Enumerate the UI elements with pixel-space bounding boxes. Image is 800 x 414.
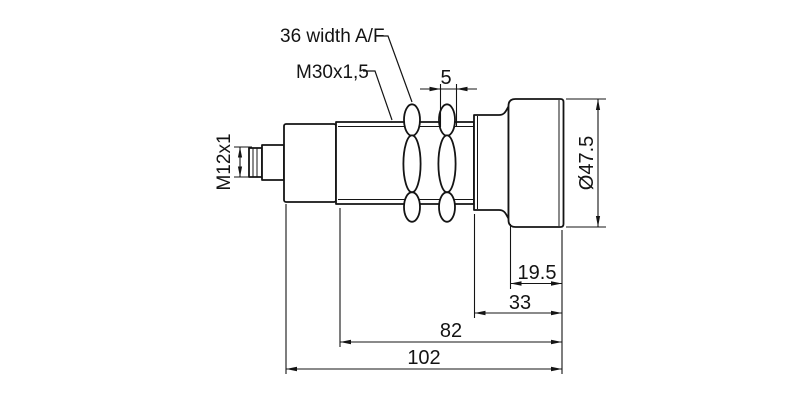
dim-label-locknut-width: 5 — [440, 67, 451, 89]
rear-cap — [283, 123, 337, 203]
dim-connector-thread: M12x1 — [214, 133, 252, 191]
dim-label-overall-length: 102 — [407, 347, 440, 369]
callout-mounting-thread: M30x1,5 — [296, 62, 393, 121]
dim-locknut-width: 5 — [420, 67, 477, 127]
dim-head-length: 19.5 — [509, 224, 562, 289]
hex-nut-36af — [402, 103, 422, 223]
dim-label-connector-thread: M12x1 — [214, 133, 235, 190]
callout-wrench-width: 36 width A/F — [280, 26, 413, 103]
dim-overall-length: 102 — [285, 204, 562, 374]
dim-threaded-body-length: 82 — [339, 208, 562, 347]
lock-nut — [437, 103, 457, 223]
callout-label-mounting-thread: M30x1,5 — [296, 62, 369, 83]
m12-connector — [248, 144, 285, 181]
dim-label-head-assembly-length: 33 — [509, 292, 531, 314]
sensor-outline — [248, 98, 565, 228]
dim-label-head-length: 19.5 — [518, 262, 557, 284]
dim-label-threaded-body-length: 82 — [440, 320, 462, 342]
dim-head-assembly-length: 33 — [473, 214, 562, 318]
dim-head-diameter: Ø47.5 — [566, 98, 606, 228]
sensor-head — [507, 98, 565, 228]
callout-label-wrench-width: 36 width A/F — [280, 26, 385, 47]
head-flange — [473, 105, 510, 220]
dim-label-head-diameter: Ø47.5 — [576, 136, 598, 190]
